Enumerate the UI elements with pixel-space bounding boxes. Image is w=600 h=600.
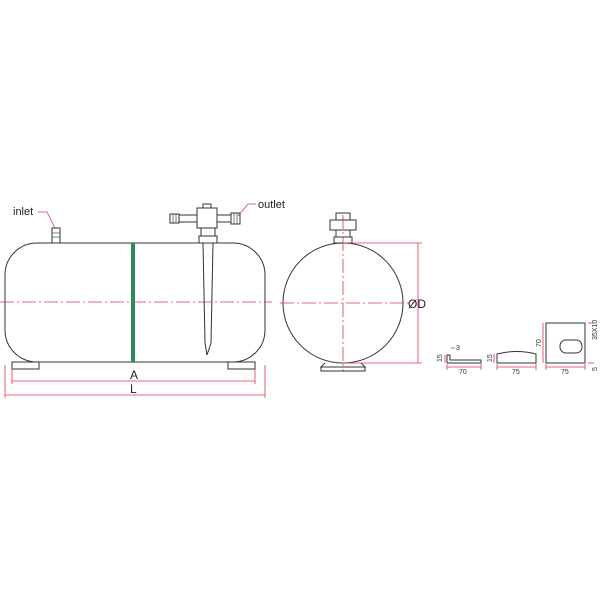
detail3-height: 70 bbox=[536, 339, 543, 347]
dimension-diameter bbox=[343, 242, 422, 364]
inlet-nozzle bbox=[51, 227, 61, 244]
outlet-leader bbox=[237, 203, 256, 217]
plate-slot bbox=[559, 339, 583, 354]
detail-pad-2 bbox=[493, 351, 537, 370]
detail3-bottom: 5 bbox=[592, 367, 599, 371]
dimension-l bbox=[4, 365, 266, 398]
outlet-label: outlet bbox=[258, 199, 285, 211]
detail-plate-3 bbox=[542, 322, 594, 370]
detail3-width: 75 bbox=[561, 369, 569, 376]
detail2-width: 75 bbox=[512, 369, 520, 376]
detail1-thickness: 3 bbox=[456, 345, 460, 352]
tank-end-view: ØD bbox=[280, 212, 426, 372]
dimension-a bbox=[11, 369, 256, 384]
detail1-width: 70 bbox=[459, 369, 467, 376]
dimension-l-label: L bbox=[130, 382, 137, 396]
detail1-height: 15 bbox=[437, 354, 444, 362]
tank-side-view: inlet outlet A bbox=[0, 199, 285, 398]
end-saddle-base bbox=[320, 366, 366, 372]
inlet-label: inlet bbox=[13, 206, 33, 218]
saddle-right bbox=[227, 361, 256, 370]
dimension-a-label: A bbox=[130, 368, 138, 382]
dip-pipe bbox=[202, 242, 214, 356]
inlet-leader bbox=[38, 211, 56, 229]
detail-bracket-1 bbox=[444, 347, 482, 370]
detail2-height: 15 bbox=[487, 354, 494, 362]
diameter-label: ØD bbox=[408, 297, 426, 311]
outlet-valve bbox=[169, 203, 241, 244]
saddle-left bbox=[11, 361, 40, 370]
detail3-slot: 35X10 bbox=[592, 320, 599, 340]
